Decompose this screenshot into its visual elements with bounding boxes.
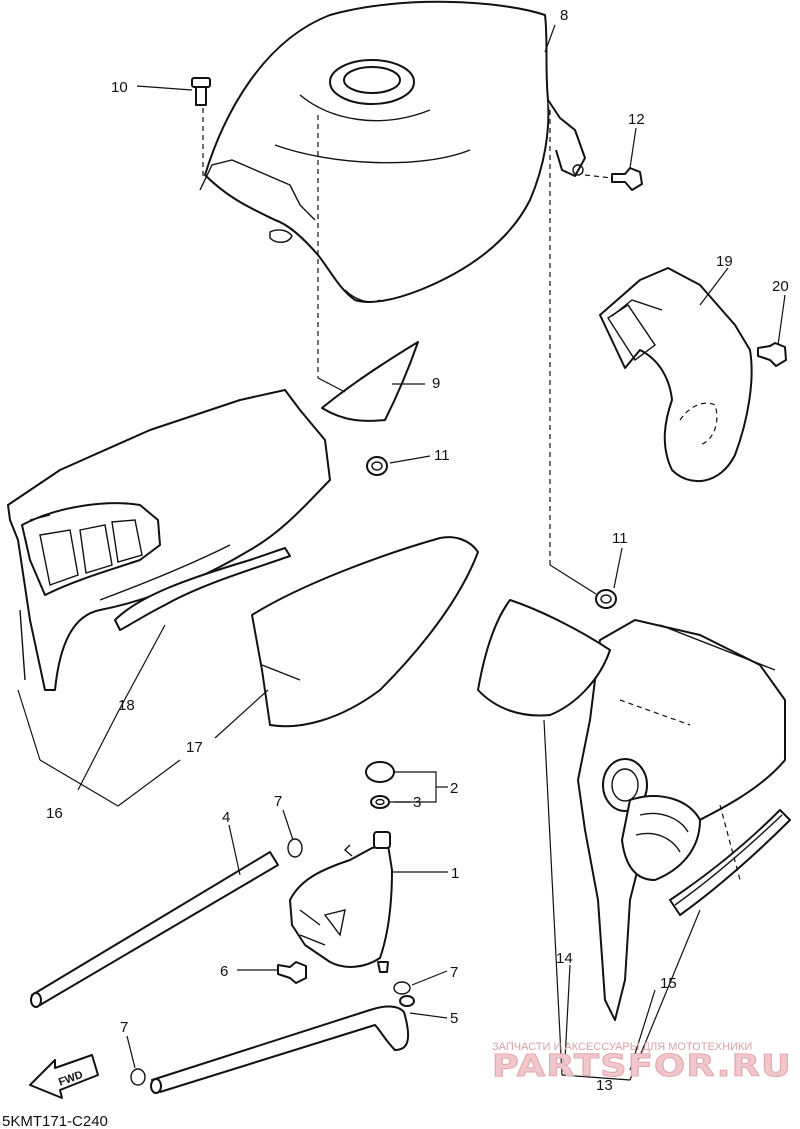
callout-7-right: 7: [450, 964, 458, 981]
callout-1: 1: [451, 865, 459, 882]
callout-numbers: 10 8 12 19 20 9 11 11 18 17 16 2 3 1 4 7…: [46, 7, 789, 1094]
callout-11-left: 11: [434, 447, 450, 464]
callout-11-right: 11: [612, 530, 628, 547]
hose-clamp-7-lower-left: [130, 1068, 146, 1086]
callout-5: 5: [450, 1010, 458, 1027]
callout-13: 13: [596, 1077, 613, 1094]
callout-7-lower: 7: [120, 1019, 128, 1036]
callout-6: 6: [220, 963, 228, 980]
callout-14: 14: [556, 950, 573, 967]
callout-20: 20: [772, 278, 789, 295]
bolt-10: [191, 77, 211, 180]
leader-lines: [17, 24, 786, 1081]
hose-5: [150, 995, 415, 1094]
watermark-tagline: ЗАПЧАСТИ И АКСЕССУАРЫ ДЛЯ МОТОТЕХНИКИ: [492, 1041, 752, 1053]
callout-8: 8: [560, 7, 568, 24]
tank-cap-2: [365, 761, 395, 783]
panel-13: [477, 599, 611, 717]
callout-17: 17: [186, 739, 203, 756]
callout-15: 15: [660, 975, 677, 992]
hose-clamp-7-right: [393, 981, 411, 995]
bolt-6: [277, 961, 307, 984]
panel-9: [321, 341, 419, 422]
forward-arrow-icon: FWD: [29, 1054, 99, 1099]
washer-3: [370, 795, 390, 809]
strip-18: [114, 547, 291, 631]
diagram-code: 5KMT171-C240: [2, 1113, 108, 1129]
callout-12: 12: [628, 111, 645, 128]
strip-15: [669, 809, 791, 916]
callout-7-upper: 7: [274, 793, 282, 810]
side-panel-17: [251, 536, 479, 728]
callout-18: 18: [118, 697, 135, 714]
bolt-20: [757, 342, 787, 367]
fuel-tank-cover: [199, 0, 586, 303]
grommet-11-left: [366, 456, 388, 476]
grommet-11-right: [595, 589, 617, 609]
callout-2: 2: [450, 780, 458, 797]
air-duct-19: [599, 267, 753, 483]
callout-10: 10: [111, 79, 128, 96]
callout-16: 16: [46, 805, 63, 822]
watermark-brand: PARTSFOR.RU: [492, 1049, 792, 1084]
callout-19: 19: [716, 253, 733, 270]
bolt-12: [584, 167, 643, 191]
watermark: ЗАПЧАСТИ И АКСЕССУАРЫ ДЛЯ МОТОТЕХНИКИ PA…: [492, 1041, 792, 1085]
reservoir-tank-1: [289, 831, 393, 973]
left-side-cover-16: [7, 389, 331, 691]
hose-clamp-7-upper: [287, 838, 303, 858]
callout-9: 9: [432, 375, 440, 392]
callout-3: 3: [413, 794, 421, 811]
hose-4: [30, 851, 279, 1008]
callout-4: 4: [222, 809, 230, 826]
right-side-cover-14: [577, 619, 786, 1021]
